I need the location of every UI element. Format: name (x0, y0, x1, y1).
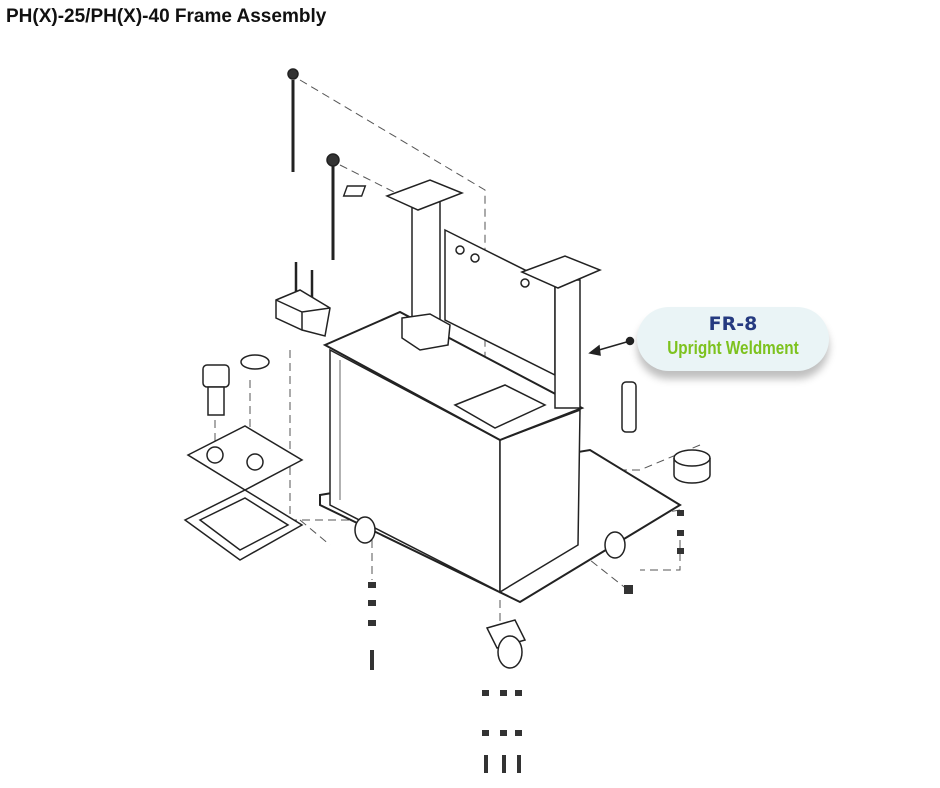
callout-leader (588, 336, 635, 356)
bolts (368, 510, 684, 773)
cabinet (322, 310, 585, 594)
caster-wheels (354, 516, 626, 669)
rod-short (326, 153, 340, 260)
clamp-ring (673, 449, 711, 484)
mounting-plate (186, 425, 304, 491)
gasket-frame (183, 489, 304, 561)
upright-weldment (342, 179, 602, 409)
mount-block (275, 262, 331, 337)
bracket (621, 381, 637, 433)
part-callout: FR-8 Upright Weldment (637, 307, 829, 371)
page-title: PH(X)-25/PH(X)-40 Frame Assembly (6, 6, 327, 27)
part-code: FR-8 (708, 313, 758, 335)
rod-long (287, 68, 299, 172)
part-name: Upright Weldment (667, 338, 799, 358)
knob-assembly (202, 354, 270, 416)
